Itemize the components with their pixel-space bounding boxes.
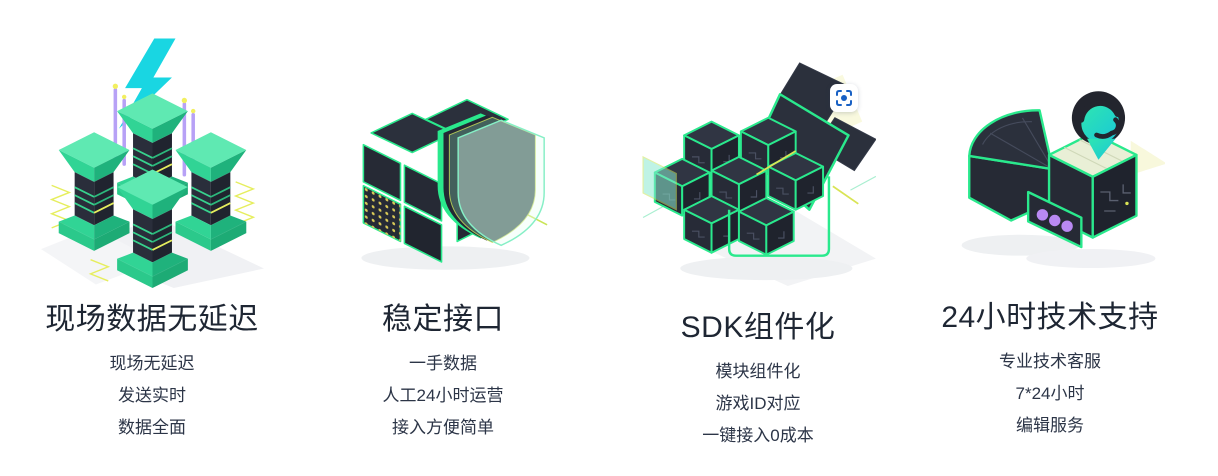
feature-description-line: 接入方便简单 xyxy=(392,418,494,437)
shield-cubes-illustration-svg xyxy=(360,98,547,270)
feature-title: SDK组件化 xyxy=(680,311,836,344)
connector-wire xyxy=(727,176,830,257)
headset-agent-icon xyxy=(1071,91,1126,160)
visual-search-button[interactable] xyxy=(830,84,858,112)
feature-description-line: 发送实时 xyxy=(118,386,186,405)
support-headset-illustration xyxy=(900,0,1200,286)
dotted-circuit-tile xyxy=(362,185,400,242)
feature-card-support: 24小时技术支持 专业技术客服 7*24小时 编辑服务 xyxy=(900,0,1200,442)
visual-search-icon xyxy=(836,90,852,106)
support-headset-illustration-svg xyxy=(961,91,1165,268)
sdk-cubes-illustration-svg xyxy=(641,62,876,286)
feature-title: 24小时技术支持 xyxy=(941,301,1159,334)
feature-description-line: 数据全面 xyxy=(118,418,186,437)
server-towers-illustration-svg xyxy=(40,38,264,288)
feature-card-live-data: 现场数据无延迟 现场无延迟 发送实时 数据全面 xyxy=(8,2,296,444)
feature-title: 稳定接口 xyxy=(382,303,504,336)
feature-title: 现场数据无延迟 xyxy=(45,303,259,336)
console-cube xyxy=(1047,131,1138,239)
feature-description-line: 模块组件化 xyxy=(715,362,801,381)
feature-description-line: 编辑服务 xyxy=(1016,416,1084,435)
server-towers-illustration xyxy=(8,2,296,288)
feature-card-sdk: SDK组件化 模块组件化 游戏ID对应 一键接入0成本 xyxy=(608,10,908,452)
feature-description-line: 人工24小时运营 xyxy=(382,386,504,405)
feature-description-line: 7*24小时 xyxy=(1015,384,1085,403)
feature-description-line: 现场无延迟 xyxy=(109,354,195,373)
sdk-cubes-illustration xyxy=(608,10,908,296)
security-shield-icon xyxy=(437,113,545,247)
feature-description-line: 一键接入0成本 xyxy=(702,426,814,445)
buttons-panel xyxy=(1026,190,1083,249)
feature-description-line: 专业技术客服 xyxy=(999,352,1101,371)
shield-cubes-illustration xyxy=(300,2,586,288)
feature-description-line: 游戏ID对应 xyxy=(715,394,801,413)
feature-card-stable-api: 稳定接口 一手数据 人工24小时运营 接入方便简单 xyxy=(300,2,586,444)
glass-tile xyxy=(641,155,677,211)
feature-description-line: 一手数据 xyxy=(409,354,477,373)
